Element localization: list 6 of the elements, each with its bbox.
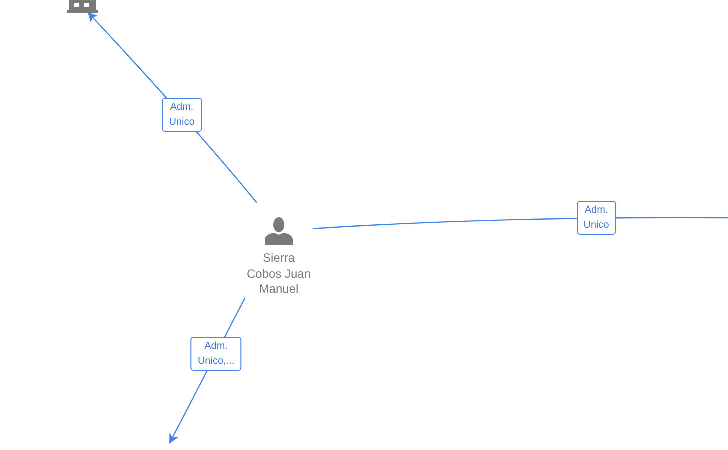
edge-label: Adm. Unico: [162, 98, 202, 132]
edge-label: Adm. Unico,...: [190, 336, 242, 371]
edge-label: Adm. Unico: [576, 201, 616, 236]
connector-line: [312, 217, 728, 230]
person-name: Sierra Cobos Juan Manuel: [246, 251, 312, 298]
building-icon: [67, 0, 98, 13]
